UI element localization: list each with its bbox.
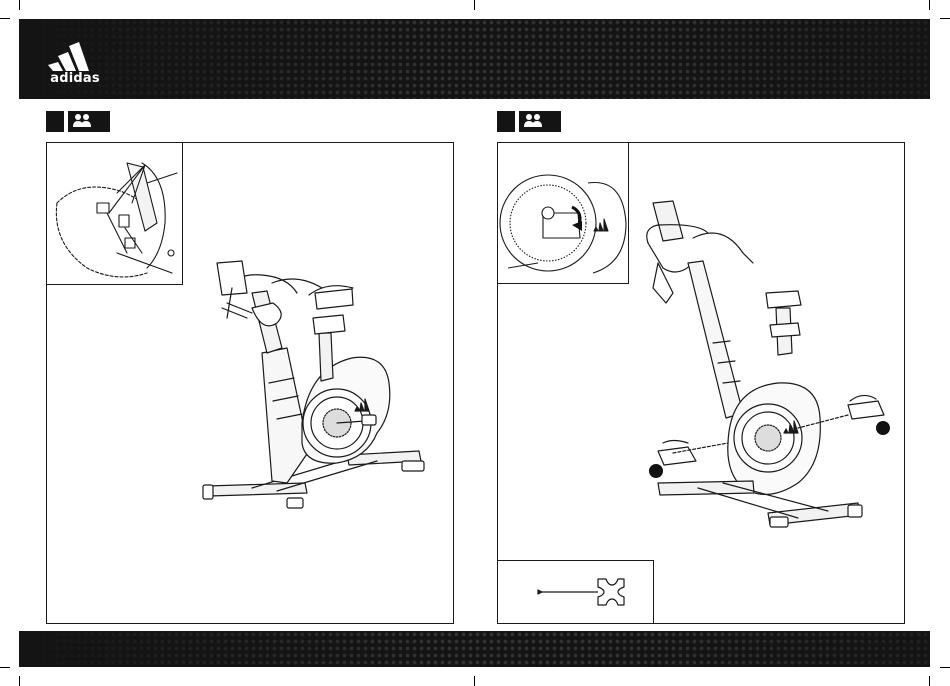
pedal-detail-illustration bbox=[498, 143, 627, 282]
crop-mark bbox=[929, 676, 930, 686]
crop-mark bbox=[0, 667, 10, 668]
step-header-right bbox=[497, 111, 561, 132]
two-person-badge bbox=[519, 111, 561, 132]
callout-dot bbox=[876, 421, 890, 435]
crop-mark bbox=[940, 18, 950, 19]
callout-dot bbox=[649, 464, 663, 478]
wiring-detail-illustration bbox=[47, 143, 181, 283]
crop-mark bbox=[929, 0, 930, 10]
two-people-icon bbox=[519, 111, 561, 132]
footer-band bbox=[19, 631, 930, 667]
step-header-left bbox=[46, 111, 110, 132]
two-person-badge bbox=[68, 111, 110, 132]
wiring-detail-inset bbox=[46, 142, 183, 285]
two-people-icon bbox=[68, 111, 110, 132]
crop-mark bbox=[474, 0, 475, 10]
crop-mark bbox=[474, 676, 475, 686]
pedal-detail-inset bbox=[497, 142, 629, 284]
crop-mark bbox=[19, 676, 20, 686]
tool-inset bbox=[497, 560, 654, 624]
step-number-box bbox=[46, 111, 64, 132]
header-band bbox=[19, 19, 930, 99]
pedal-wrench-icon bbox=[498, 561, 652, 622]
adidas-logo-icon bbox=[42, 40, 108, 72]
crop-mark bbox=[940, 667, 950, 668]
adidas-logo: adidas bbox=[42, 40, 108, 86]
crop-mark bbox=[19, 0, 20, 10]
logo-wordmark: adidas bbox=[42, 71, 108, 86]
step-number-box bbox=[497, 111, 515, 132]
crop-mark bbox=[0, 18, 10, 19]
